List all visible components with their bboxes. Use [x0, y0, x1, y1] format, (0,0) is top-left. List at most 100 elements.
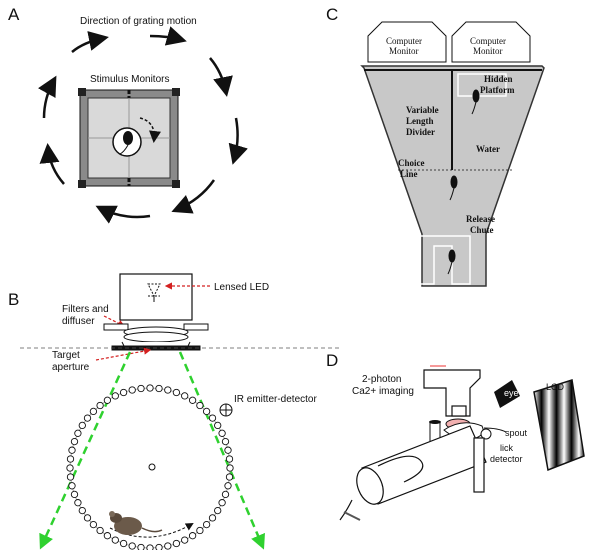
ring-bead	[196, 401, 204, 410]
eye-camera: eye	[494, 380, 520, 408]
ring-bead	[218, 429, 226, 437]
ring-bead	[78, 421, 86, 430]
monitor-left-line2: Monitor	[389, 46, 419, 56]
imaging-label-line2: Ca2+ imaging	[352, 386, 414, 397]
ring-bead	[78, 506, 86, 515]
ir-detector-icon	[219, 403, 233, 417]
led-icon	[147, 283, 161, 302]
ring-bead	[221, 437, 230, 446]
lick-label-line2: detector	[490, 454, 523, 464]
ring-bead	[74, 429, 82, 437]
ring-bead	[226, 464, 234, 472]
mouse-icon	[123, 131, 133, 145]
ring-bead	[196, 526, 204, 535]
ring-bead	[68, 482, 76, 490]
lcd-screen: LCD	[533, 379, 585, 472]
monitor-left-line1: Computer	[386, 36, 422, 46]
ring-bead	[137, 543, 145, 550]
ring-bead	[96, 401, 104, 410]
release-chute-outline	[411, 235, 471, 285]
ring-bead	[89, 520, 98, 529]
ring-bead	[214, 506, 222, 515]
arrow-left-lower	[39, 143, 65, 185]
ring-bead	[74, 499, 82, 507]
light-beam-right	[178, 351, 265, 550]
grating-motion-label: Direction of grating motion	[80, 16, 197, 27]
ring-bead	[224, 482, 232, 490]
microscope	[423, 365, 481, 417]
mouse-platform	[112, 117, 161, 157]
release-label-line2: Chute	[470, 225, 494, 235]
ring-bead	[66, 473, 75, 481]
ring-bead	[188, 396, 197, 404]
ir-detector-label: IR emitter-detector	[234, 394, 317, 405]
ring-bead	[181, 392, 189, 400]
ring-bead	[214, 421, 222, 430]
bead-ring	[66, 384, 234, 550]
treadmill-cylinder	[339, 425, 487, 521]
filters-pointer	[103, 315, 126, 327]
panel-c-letter: C	[326, 5, 338, 24]
ring-bead	[208, 514, 217, 522]
divider-label-line2: Length	[406, 116, 434, 126]
aperture-pointer	[95, 347, 152, 361]
arrow-right-lower	[228, 117, 248, 165]
imaging-label-line1: 2-photon	[362, 374, 401, 385]
grating-direction-arrows	[37, 26, 248, 224]
platform-label-line1: Hidden	[484, 74, 513, 84]
ring-bead	[164, 542, 172, 550]
ring-bead	[111, 392, 119, 400]
release-label-line1: Release	[466, 214, 495, 224]
mouse-icon-b	[109, 511, 163, 535]
hidden-platform	[457, 73, 507, 97]
ring-bead	[137, 384, 145, 393]
filters-label-line2: diffuser	[62, 316, 95, 327]
ring-bead	[146, 544, 154, 550]
ring-bead	[164, 386, 172, 394]
divider-label-line3: Divider	[406, 127, 435, 137]
ring-center	[148, 463, 156, 471]
ring-bead	[155, 384, 163, 393]
arrow-bottom-right	[171, 179, 216, 214]
ring-bead	[103, 396, 112, 404]
computer-monitor-left: Computer Monitor	[367, 21, 447, 63]
panel-b-letter: B	[8, 290, 19, 309]
choice-label-line2: Line	[400, 169, 418, 179]
eye-label: eye	[504, 388, 519, 398]
light-beam-left	[39, 351, 132, 550]
panel-d: D 2-photon Ca2+ imaging eye LCD spout	[326, 351, 585, 521]
ring-bead	[119, 388, 128, 397]
panel-d-letter: D	[326, 351, 338, 370]
ring-bead	[83, 414, 92, 422]
filter-stack	[103, 323, 209, 351]
arrow-left-upper	[37, 75, 57, 119]
platform-label-line2: Platform	[480, 85, 515, 95]
arrow-top-left	[71, 31, 109, 53]
ring-bead	[128, 542, 136, 550]
ring-bead	[155, 543, 163, 550]
arrow-bottom-left	[95, 205, 151, 224]
arrow-top-right	[149, 26, 187, 46]
ring-bead	[218, 499, 226, 507]
running-direction-arrow	[109, 523, 194, 538]
ring-bead	[221, 490, 230, 499]
spout-label: spout	[505, 428, 528, 438]
ring-bead	[225, 473, 234, 481]
ring-bead	[89, 407, 98, 416]
ring-bead	[96, 526, 104, 535]
water-label: Water	[476, 144, 500, 154]
ring-bead	[208, 414, 217, 422]
ring-bead	[68, 446, 76, 454]
head-rotation-arrow	[139, 117, 161, 143]
led-housing	[119, 273, 193, 321]
ring-bead	[70, 490, 79, 499]
divider-label-line1: Variable	[406, 105, 439, 115]
lensed-led-label: Lensed LED	[214, 282, 269, 293]
swimming-mouse-icons	[447, 89, 480, 275]
ring-bead	[128, 386, 136, 394]
ring-bead	[202, 407, 211, 416]
ring-bead	[111, 536, 119, 544]
ring-bead	[83, 514, 92, 522]
aperture-label-line1: Target	[52, 350, 80, 361]
aperture-label-line2: aperture	[52, 362, 90, 373]
